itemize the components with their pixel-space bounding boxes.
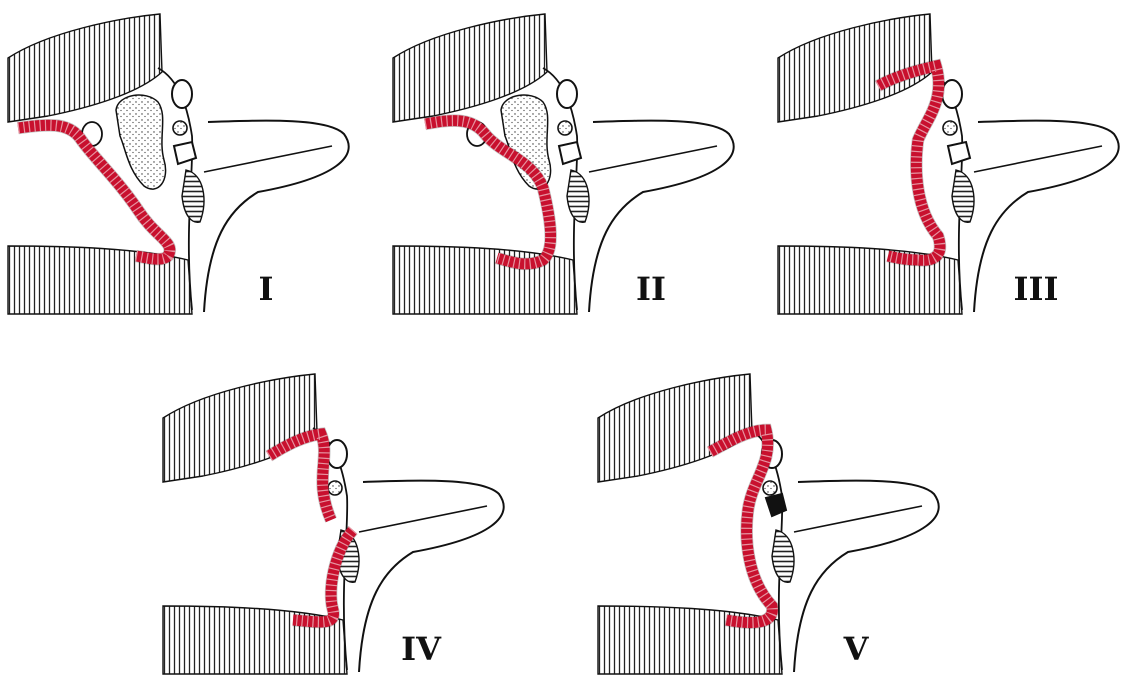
- canal-circle: [557, 80, 577, 108]
- round-window-niche: [952, 170, 974, 222]
- round-window-niche: [567, 170, 589, 222]
- canal-circle: [942, 80, 962, 108]
- malleus-handle-line: [794, 506, 922, 532]
- round-window-niche: [182, 170, 204, 222]
- facial-nerve-circle: [328, 481, 342, 495]
- graft-band: [710, 430, 772, 623]
- panel-I: I: [8, 14, 349, 314]
- panel-III: III: [778, 14, 1119, 314]
- round-window-niche: [772, 530, 794, 582]
- malleus-handle-line: [589, 146, 717, 172]
- facial-nerve-circle: [943, 121, 957, 135]
- malleus-handle-line: [204, 146, 332, 172]
- upper-bone-hatch: [598, 374, 752, 482]
- ossicular-chain-mass: [116, 95, 166, 189]
- malleus-handle-line: [359, 506, 487, 532]
- lower-bone-hatch: [598, 606, 782, 674]
- panel-V: V: [598, 374, 939, 674]
- facial-nerve-circle: [558, 121, 572, 135]
- panel-label-II: II: [636, 270, 666, 308]
- panel-label-I: I: [259, 270, 274, 308]
- stapes-shape: [948, 142, 970, 164]
- malleus-handle-line: [974, 146, 1102, 172]
- panel-II: II: [393, 14, 734, 314]
- facial-nerve-circle: [173, 121, 187, 135]
- panel-IV: IV: [163, 374, 504, 674]
- panel-label-III: III: [1014, 270, 1059, 308]
- facial-nerve-circle: [763, 481, 777, 495]
- upper-bone-hatch: [163, 374, 317, 482]
- panel-label-V: V: [843, 630, 870, 668]
- panel-label-IV: IV: [401, 630, 442, 668]
- graft-band: [269, 434, 331, 520]
- ear-canal-outline: [204, 121, 349, 312]
- canal-circle: [172, 80, 192, 108]
